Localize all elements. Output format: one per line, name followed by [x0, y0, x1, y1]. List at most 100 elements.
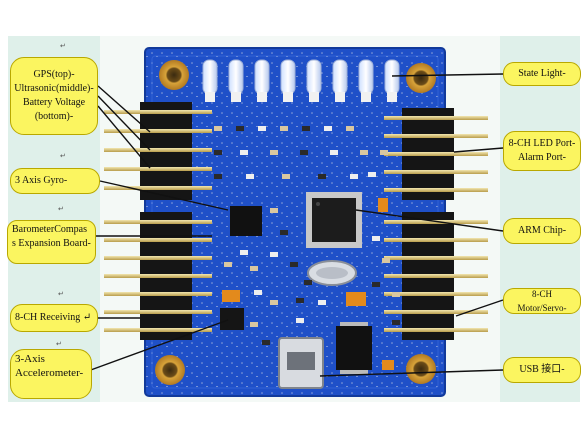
header-pin: [384, 310, 488, 314]
callout-accel-line1: 3-Axis: [15, 353, 45, 365]
header-pin: [104, 310, 212, 314]
header-pin: [104, 186, 212, 190]
smd-part: [350, 174, 358, 179]
smd-part: [382, 258, 390, 263]
callout-state-light: State Light-: [503, 62, 581, 86]
header-pin: [384, 116, 488, 120]
header-pin: [104, 238, 212, 242]
callout-gps-ultrasonic-battery: GPS(top)- Ultrasonic(middle)- Battery Vo…: [10, 57, 98, 135]
header-pin: [104, 274, 212, 278]
arm-chip: [306, 192, 362, 248]
state-led: [228, 59, 244, 102]
smd-part: [214, 150, 222, 155]
callout-motor-label: 8-CH Motor/Servo-: [517, 289, 567, 313]
callout-receiving-label: 8-CH Receiving ↵: [15, 312, 92, 323]
smd-part: [270, 252, 278, 257]
smd-part: [346, 126, 354, 131]
header-pin: [104, 110, 212, 114]
smd-part: [372, 282, 380, 287]
smd-part: [380, 150, 388, 155]
return-mark: ↵: [60, 42, 66, 50]
callout-led-line1: 8-CH LED Port-: [508, 138, 576, 149]
state-led-row: [202, 59, 400, 102]
smd-part: [360, 150, 368, 155]
smd-part: [290, 262, 298, 267]
smd-part: [324, 126, 332, 131]
smd-part: [368, 172, 376, 177]
callout-receiving: 8-CH Receiving ↵: [10, 304, 98, 332]
smd-part: [304, 280, 312, 285]
callout-accelerometer: 3-Axis Accelerometer-: [10, 349, 92, 399]
smd-part: [372, 236, 380, 241]
return-mark: ↵: [60, 152, 66, 160]
smd-part: [270, 208, 278, 213]
return-mark: ↵: [58, 205, 64, 213]
header-pin: [384, 170, 488, 174]
smd-part: [246, 174, 254, 179]
leader-lines: [87, 73, 504, 377]
tantalum-capacitors: [222, 198, 394, 370]
header-pin: [384, 292, 488, 296]
state-led: [306, 59, 322, 102]
callout-usb-label: USB 接口-: [519, 364, 565, 375]
smd-part: [280, 230, 288, 235]
smd-components: [214, 126, 400, 345]
header-pin: [384, 274, 488, 278]
header-pin: [384, 256, 488, 260]
smd-part: [318, 300, 326, 305]
callout-led-line2: Alarm Port-: [517, 152, 567, 163]
smd-part: [214, 174, 222, 179]
state-led: [254, 59, 270, 102]
header-pin: [384, 238, 488, 242]
smd-part: [254, 290, 262, 295]
smd-part: [240, 150, 248, 155]
mounting-holes: [155, 60, 436, 385]
gyro-chip: [230, 206, 262, 236]
usb-connector: [278, 337, 324, 389]
smd-part: [296, 298, 304, 303]
header-pin: [384, 152, 488, 156]
smd-part: [392, 292, 400, 297]
callout-gps-line1: GPS(top)-: [33, 69, 75, 80]
state-led: [280, 59, 296, 102]
header-pin: [104, 220, 212, 224]
callout-usb: USB 接口-: [503, 357, 581, 383]
smd-part: [262, 340, 270, 345]
state-led: [384, 59, 400, 102]
header-pin: [384, 134, 488, 138]
header-pin: [104, 328, 212, 332]
header-pin: [104, 256, 212, 260]
smd-part: [330, 150, 338, 155]
smd-part: [224, 262, 232, 267]
header-pin: [104, 129, 212, 133]
smd-part: [236, 126, 244, 131]
header-pin: [384, 188, 488, 192]
smd-part: [300, 150, 308, 155]
callout-gps-line3: Battery Voltage: [22, 97, 86, 108]
smd-part: [214, 126, 222, 131]
callout-arm-chip: ARM Chip-: [503, 218, 581, 244]
left-pin-headers: [104, 102, 212, 340]
callout-arm-label: ARM Chip-: [517, 225, 567, 236]
smd-part: [250, 266, 258, 271]
callout-baro-line1: BarometerCompas: [12, 224, 87, 235]
callout-gps-line2: Ultrasonic(middle)-: [14, 83, 94, 94]
callout-state-label: State Light-: [518, 68, 566, 79]
header-pin: [104, 292, 212, 296]
smd-part: [392, 320, 400, 325]
header-pin: [104, 167, 212, 171]
smd-part: [270, 300, 278, 305]
smd-part: [280, 126, 288, 131]
smd-part: [240, 250, 248, 255]
smd-part: [270, 150, 278, 155]
callout-gps-line4: (bottom)-: [34, 111, 74, 122]
callout-led-alarm-port: 8-CH LED Port- Alarm Port-: [503, 131, 581, 171]
right-pin-headers: [384, 108, 488, 340]
smd-part: [296, 318, 304, 323]
header-pin: [384, 328, 488, 332]
usb-chip: [336, 322, 372, 374]
smd-part: [302, 126, 310, 131]
header-pin: [104, 148, 212, 152]
smd-part: [282, 174, 290, 179]
